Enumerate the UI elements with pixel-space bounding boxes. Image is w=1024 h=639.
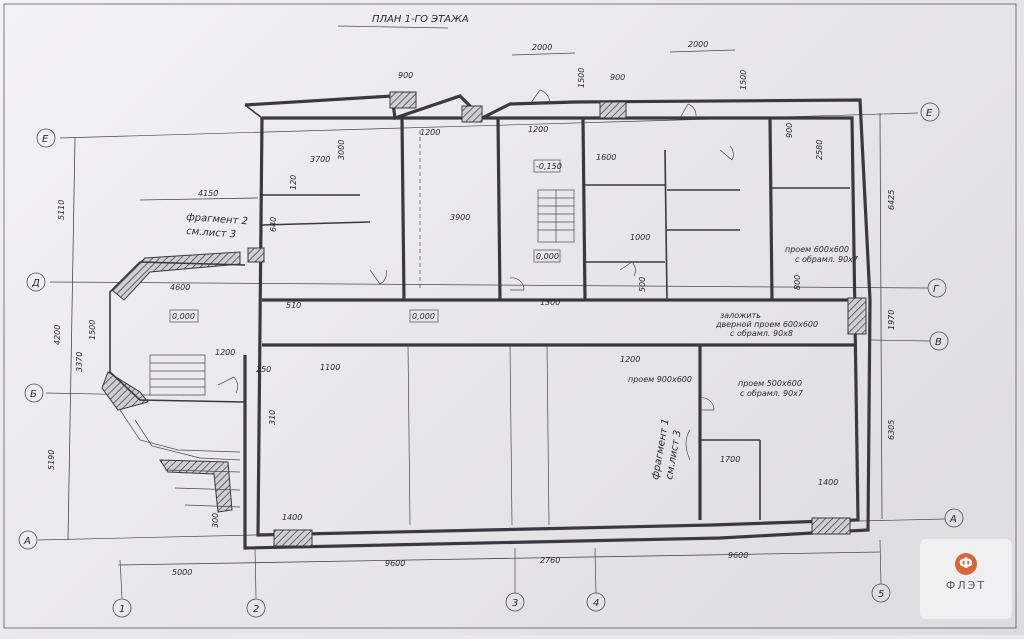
dim-top-900b: 900 xyxy=(610,73,625,82)
note-opening-600: проем 600х600 xyxy=(785,245,849,254)
level-hall: 0,000 xyxy=(536,252,559,261)
dim-640: 640 xyxy=(269,217,278,232)
dim-right-6425: 6425 xyxy=(887,190,896,210)
dim-bottom-5000: 5000 xyxy=(172,568,192,577)
interior-walls xyxy=(261,117,855,526)
level-left: 0,000 xyxy=(172,312,195,321)
fragment-2-line2: см.лист 3 xyxy=(186,226,237,240)
axis-label-A-left: А xyxy=(23,536,31,547)
dim-300: 300 xyxy=(211,513,220,528)
axis-label-A-right: А xyxy=(949,514,957,525)
dim-bottom-9600b: 9600 xyxy=(728,551,748,560)
dim-bottom-2760: 2760 xyxy=(540,556,560,565)
note-opening-900: проем 900х600 xyxy=(628,375,692,384)
note-opening-600-frame: с обрамл. 90х7 xyxy=(795,255,859,264)
dim-1400a: 1400 xyxy=(282,513,302,522)
note-opening-500-frame: с обрамл. 90х7 xyxy=(740,389,804,398)
dim-800: 800 xyxy=(793,275,802,290)
dim-bottom-9600a: 9600 xyxy=(385,559,405,568)
dim-right-1970: 1970 xyxy=(887,310,896,330)
dim-3370: 3370 xyxy=(75,352,84,372)
dim-1400b: 1400 xyxy=(818,478,838,487)
dim-top-2000b: 2000 xyxy=(688,40,708,49)
axis-label-E-right: Е xyxy=(926,108,933,119)
level-stair: -0,150 xyxy=(536,162,562,171)
dimension-lines xyxy=(67,49,883,566)
dim-120: 120 xyxy=(289,175,298,190)
row-axis-markers: Е Е Д Г В Б А А xyxy=(18,102,964,550)
dim-1200c: 1200 xyxy=(215,348,235,357)
dim-1200a: 1200 xyxy=(420,128,440,137)
dim-top-900a: 900 xyxy=(398,71,413,80)
dim-3000: 3000 xyxy=(337,140,346,160)
dim-3700: 3700 xyxy=(310,155,330,164)
plan-notes: проем 600х600 с обрамл. 90х7 заложить дв… xyxy=(628,245,859,398)
level-marks: -0,150 0,000 0,000 0,000 xyxy=(169,159,562,323)
sheet-frame xyxy=(3,3,1017,629)
dim-1100: 1100 xyxy=(320,363,340,372)
dim-4150: 4150 xyxy=(198,189,218,198)
dim-250: 250 xyxy=(256,365,271,374)
dim-1600: 1600 xyxy=(596,153,616,162)
title-underline xyxy=(337,25,449,29)
dim-1700: 1700 xyxy=(720,455,740,464)
dim-1300: 1300 xyxy=(540,298,560,307)
note-opening-500: проем 500х600 xyxy=(738,379,802,388)
door-swings xyxy=(217,89,734,411)
axis-label-4: 4 xyxy=(593,598,599,609)
left-annex xyxy=(109,261,246,508)
dim-top-1500b: 1500 xyxy=(739,70,748,90)
axis-label-E-left: Е xyxy=(42,134,49,145)
axis-label-1: 1 xyxy=(119,604,125,615)
note-fill-door: дверной проем 600х600 xyxy=(715,320,818,329)
dim-500: 500 xyxy=(638,277,647,292)
staircase xyxy=(537,189,575,243)
exterior-walls xyxy=(243,94,872,550)
note-fill: заложить xyxy=(720,311,761,320)
axis-label-2: 2 xyxy=(253,604,259,615)
dim-left-4200: 4200 xyxy=(53,325,62,345)
axis-label-5: 5 xyxy=(878,589,884,600)
dim-900: 900 xyxy=(785,123,794,138)
axis-label-3: 3 xyxy=(512,598,518,609)
dim-top-1500a: 1500 xyxy=(577,68,586,88)
dim-3900: 3900 xyxy=(450,213,470,222)
dim-left-5110: 5110 xyxy=(57,200,66,220)
dim-4600: 4600 xyxy=(170,283,190,292)
fragment-2-line1: фрагмент 2 xyxy=(186,212,249,227)
dim-510: 510 xyxy=(286,301,301,310)
column-axis-markers: 1 2 3 4 5 xyxy=(112,539,891,618)
axis-label-G: Г xyxy=(933,284,940,295)
dim-1500: 1500 xyxy=(88,320,97,340)
note-fill-frame: с обрамл. 90х8 xyxy=(730,329,793,338)
plan-title: ПЛАН 1-ГО ЭТАЖА xyxy=(372,14,469,25)
level-corridor: 0,000 xyxy=(412,312,435,321)
dim-left-5190: 5190 xyxy=(47,450,56,470)
dim-1000: 1000 xyxy=(630,233,650,242)
dim-right-6305: 6305 xyxy=(887,420,896,440)
watermark-badge: Ф ФЛЭТ xyxy=(920,539,1012,619)
axis-label-V: В xyxy=(935,337,942,348)
flat-logo-icon: Ф xyxy=(955,553,977,575)
watermark-text: ФЛЭТ xyxy=(945,579,987,592)
dimension-labels: 5000 9600 2760 9600 2000 2000 900 900 15… xyxy=(47,40,896,577)
dim-1200d: 1200 xyxy=(620,355,640,364)
dim-1200b: 1200 xyxy=(528,125,548,134)
dim-2580: 2580 xyxy=(815,140,824,160)
dim-310: 310 xyxy=(268,410,277,425)
dim-top-2000a: 2000 xyxy=(532,43,552,52)
axis-label-D: Д xyxy=(31,278,40,289)
axis-label-B: Б xyxy=(30,389,37,400)
